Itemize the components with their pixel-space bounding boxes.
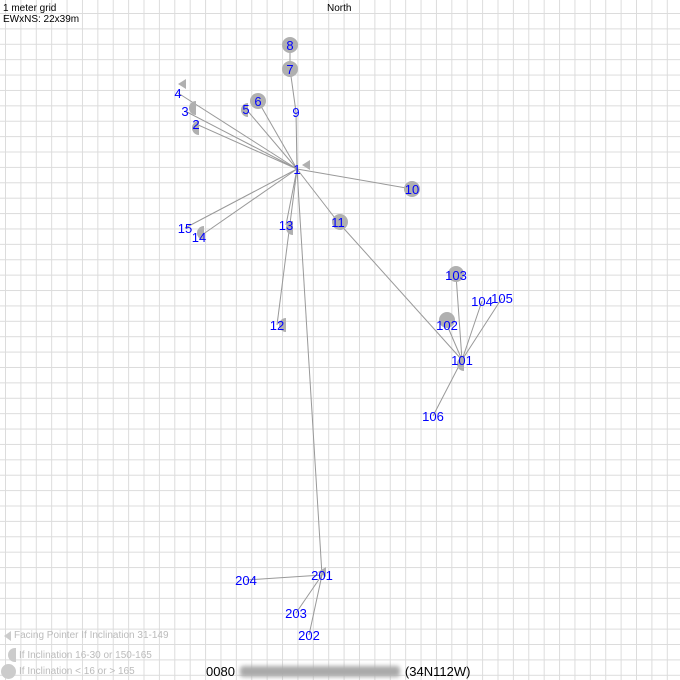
station-label[interactable]: 12 [270,318,284,333]
station-label[interactable]: 11 [331,215,345,230]
survey-shot-line [337,221,463,361]
station-circle-icon [439,312,455,328]
station-circle-icon [282,61,298,77]
survey-shot-line [446,324,463,361]
legend-item-half-circle: If Inclination 16-30 or 150-165 [4,648,152,662]
station-label[interactable]: 105 [491,291,513,306]
survey-shot-line [184,168,298,229]
station-label[interactable]: 2 [192,117,199,132]
survey-shot-line [184,110,298,170]
station-label[interactable]: 106 [422,409,444,424]
north-label: North [327,3,352,14]
station-label[interactable]: 10 [405,182,419,197]
station-label[interactable]: 202 [298,628,320,643]
station-circle-icon [404,181,420,197]
station-label[interactable]: 204 [235,573,257,588]
station-half-circle-icon [279,318,286,332]
footer: 0080 (34N112W) [206,664,470,679]
circle-icon [1,664,16,679]
station-label[interactable]: 15 [178,221,192,236]
station-label[interactable]: 201 [311,568,333,583]
legend-text: If Inclination < 16 or > 165 [19,666,135,677]
legend-text: Facing Pointer If Inclination 31-149 [14,630,169,641]
station-half-circle-icon [192,121,199,135]
survey-shot-line [308,574,323,636]
station-label[interactable]: 103 [445,268,467,283]
half-circle-icon [8,648,16,662]
survey-shot-line [296,168,339,223]
station-half-circle-icon [189,101,196,115]
station-label[interactable]: 7 [286,62,293,77]
survey-shot-line [198,168,298,238]
station-circle-icon [282,37,298,53]
station-pointer-icon [302,160,310,170]
survey-shot-line [195,123,298,170]
footer-grid-ref: (34N112W) [404,664,471,679]
station-label[interactable]: 4 [174,86,181,101]
station-half-circle-icon [197,226,204,240]
dimensions-label: EWxNS: 22x39m [3,14,80,25]
legend-text: If Inclination 16-30 or 150-165 [19,649,152,661]
survey-shot-line [177,92,298,170]
station-label[interactable]: 203 [285,606,307,621]
survey-shot-line [432,359,463,417]
survey-shot-line [276,168,298,326]
station-label[interactable]: 14 [192,230,206,245]
station-label[interactable]: 6 [254,94,261,109]
station-label[interactable]: 102 [436,318,458,333]
station-half-circle-icon [286,221,293,235]
survey-shot-line [461,297,503,361]
station-label[interactable]: 9 [292,105,299,120]
station-label[interactable]: 13 [279,218,293,233]
station-half-circle-icon [457,357,464,371]
survey-shot-line [245,108,298,170]
redacted-location-name [239,666,400,677]
station-circle-icon [250,93,266,109]
station-label[interactable]: 8 [286,38,293,53]
survey-shot-line [296,168,413,190]
survey-shot-line [296,168,323,576]
station-label[interactable]: 1 [293,162,300,177]
legend-item-circle: If Inclination < 16 or > 165 [1,664,135,679]
survey-shot-line [257,100,298,170]
station-label[interactable]: 104 [471,294,493,309]
legend-item-facing-pointer: Facing Pointer If Inclination 31-149 [4,630,169,641]
survey-shot-line [285,168,298,226]
survey-shot-line [295,111,298,170]
station-pointer-icon [178,79,186,89]
facing-pointer-icon [4,630,11,641]
station-circle-icon [448,266,464,282]
survey-shot-line [245,574,323,581]
survey-shot-line [455,274,463,361]
grid-scale-label: 1 meter grid [3,3,57,14]
station-half-circle-icon [241,103,248,117]
footer-code: 0080 [206,664,235,679]
survey-shot-line [461,300,483,361]
station-circle-icon [332,214,348,230]
station-label[interactable]: 5 [242,102,249,117]
station-label[interactable]: 3 [181,104,188,119]
survey-shot-line [295,574,323,614]
station-pointer-icon [318,567,326,577]
station-label[interactable]: 101 [451,353,473,368]
